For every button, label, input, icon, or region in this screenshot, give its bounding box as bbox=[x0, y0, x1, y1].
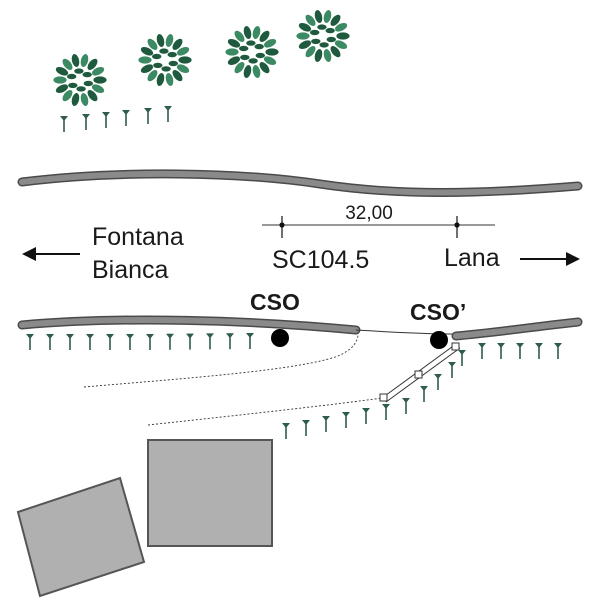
embankment-tick bbox=[166, 333, 174, 350]
embankment-tick bbox=[402, 398, 410, 414]
embankment-tick bbox=[106, 334, 114, 350]
cso-prime-marker-icon bbox=[430, 331, 448, 349]
tree-canopy-icon bbox=[224, 25, 280, 79]
embankment-tick bbox=[206, 333, 214, 350]
building-icon-rotated bbox=[16, 476, 146, 598]
embankment-tick bbox=[26, 334, 34, 350]
direction-left-label-line1: Fontana bbox=[92, 223, 184, 251]
embankment-tick bbox=[554, 343, 562, 359]
embankment-tick bbox=[186, 333, 194, 350]
dimension-line bbox=[262, 216, 495, 238]
dashed-path-upper bbox=[83, 333, 359, 388]
embankment-tick bbox=[516, 343, 524, 359]
direction-right-label: Lana bbox=[444, 244, 500, 272]
lower-road-left-fill bbox=[19, 316, 359, 333]
embankment-tick bbox=[146, 334, 154, 350]
lower-road-right-fill bbox=[453, 319, 581, 339]
station-label: SC104.5 bbox=[272, 246, 369, 274]
embankment-tick bbox=[434, 374, 442, 390]
embankment-tick bbox=[282, 423, 290, 439]
tree-group bbox=[52, 9, 351, 132]
upper-road-fill bbox=[19, 170, 581, 196]
direction-left-label-line2: Bianca bbox=[92, 256, 169, 284]
embankment-tick bbox=[382, 404, 390, 420]
embankment-tick bbox=[164, 106, 172, 122]
embankment-tick bbox=[362, 408, 370, 424]
embankment-tick bbox=[478, 343, 486, 359]
embankment-tick bbox=[535, 343, 543, 359]
embankment-tick bbox=[322, 416, 330, 432]
embankment-tick bbox=[126, 334, 134, 350]
cso-prime-label: CSO’ bbox=[410, 299, 466, 325]
embankment-tick bbox=[246, 333, 254, 349]
arrow-left-icon bbox=[22, 247, 80, 261]
embankment-tick bbox=[342, 412, 350, 428]
embankment-tick bbox=[420, 386, 428, 402]
embankment-tick bbox=[46, 334, 54, 350]
embankment-tick bbox=[60, 116, 68, 132]
embankment-tick bbox=[122, 110, 130, 126]
tree-canopy-icon bbox=[295, 9, 351, 63]
embankment-tick bbox=[226, 333, 234, 350]
building-icon bbox=[147, 439, 273, 547]
embankment-tick bbox=[458, 350, 466, 366]
distance-label: 32,00 bbox=[345, 203, 393, 224]
cso-marker-icon bbox=[271, 329, 289, 347]
embankment-tick bbox=[497, 343, 505, 359]
dashed-path-lower bbox=[147, 397, 383, 426]
cso-label: CSO bbox=[250, 289, 300, 315]
embankment-tick bbox=[144, 108, 152, 124]
embankment-tick bbox=[82, 114, 90, 130]
embankment-tick bbox=[66, 334, 74, 350]
embankment-tick bbox=[86, 334, 94, 350]
embankment-ticks bbox=[26, 333, 562, 439]
conduit bbox=[379, 342, 461, 403]
tree-canopy-icon bbox=[137, 33, 193, 87]
embankment-tick bbox=[102, 112, 110, 128]
embankment-tick bbox=[302, 420, 310, 436]
arrow-right-icon bbox=[520, 252, 580, 266]
embankment-tick bbox=[448, 362, 456, 378]
tree-canopy-icon bbox=[52, 53, 108, 107]
